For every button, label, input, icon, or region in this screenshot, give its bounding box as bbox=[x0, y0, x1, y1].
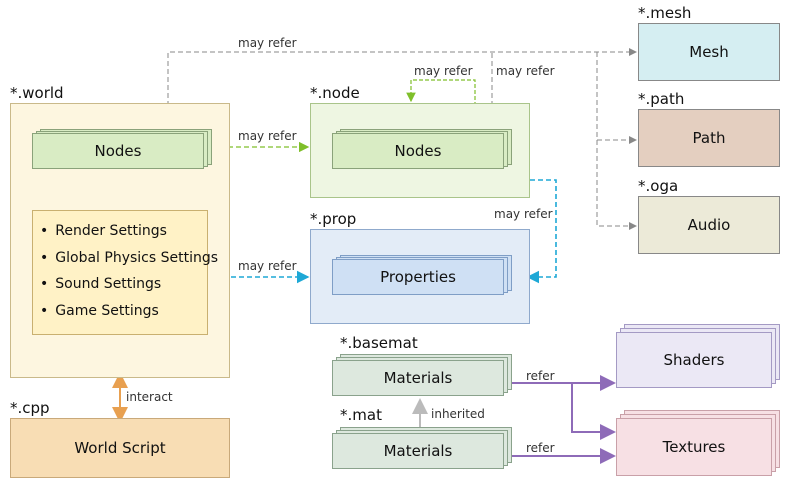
path-box[interactable]: Path bbox=[638, 109, 780, 167]
properties-label: Properties bbox=[380, 268, 456, 286]
mesh-ext-label: *.mesh bbox=[638, 4, 692, 22]
properties-card[interactable]: Properties bbox=[332, 259, 504, 295]
edge-label-basemat-to-shaders: refer bbox=[526, 369, 555, 383]
world-settings-box: Render Settings Global Physics Settings … bbox=[32, 210, 218, 335]
audio-label: Audio bbox=[687, 216, 731, 234]
edge-label-node-to-mesh: may refer bbox=[496, 64, 555, 78]
shaders-card[interactable]: Shaders bbox=[616, 332, 772, 388]
edge-label-node-self: may refer bbox=[414, 64, 473, 78]
path-ext-label: *.path bbox=[638, 90, 685, 108]
setting-sound: Sound Settings bbox=[40, 271, 207, 298]
edge-label-inherited: inherited bbox=[431, 407, 485, 421]
world-script-box[interactable]: World Script bbox=[10, 418, 230, 478]
world-script-label: World Script bbox=[74, 439, 166, 457]
shaders-label: Shaders bbox=[663, 351, 725, 369]
basemat-ext-label: *.basemat bbox=[340, 334, 418, 352]
setting-global-physics: Global Physics Settings bbox=[40, 245, 218, 272]
mesh-label: Mesh bbox=[689, 43, 729, 61]
mat-ext-label: *.mat bbox=[340, 406, 382, 424]
materials-refer-arrows bbox=[512, 375, 616, 464]
setting-render: Render Settings bbox=[40, 218, 207, 245]
path-label: Path bbox=[692, 129, 726, 147]
mat-materials-label: Materials bbox=[383, 442, 453, 460]
node-ext-label: *.node bbox=[310, 84, 360, 102]
cpp-ext-label: *.cpp bbox=[10, 399, 50, 417]
basemat-materials-label: Materials bbox=[383, 369, 453, 387]
settings-list: Render Settings Global Physics Settings … bbox=[40, 218, 218, 325]
world-ext-label: *.world bbox=[10, 84, 64, 102]
oga-ext-label: *.oga bbox=[638, 177, 679, 195]
edge-label-mat-to-textures: refer bbox=[526, 441, 555, 455]
node-nodes-label: Nodes bbox=[394, 142, 442, 160]
textures-card[interactable]: Textures bbox=[616, 418, 772, 476]
world-nodes-label: Nodes bbox=[94, 142, 142, 160]
prop-ext-label: *.prop bbox=[310, 210, 357, 228]
basemat-materials-card[interactable]: Materials bbox=[332, 360, 504, 396]
setting-game: Game Settings bbox=[40, 298, 207, 325]
node-to-prop-arrow bbox=[526, 179, 557, 284]
edge-label-world-cpp: interact bbox=[126, 390, 173, 404]
edge-label-node-to-prop: may refer bbox=[494, 207, 553, 221]
world-nodes-card[interactable]: Nodes bbox=[32, 133, 204, 169]
node-nodes-card[interactable]: Nodes bbox=[332, 133, 504, 169]
mesh-box[interactable]: Mesh bbox=[638, 23, 780, 81]
mat-materials-card[interactable]: Materials bbox=[332, 433, 504, 469]
edge-label-world-nodes-to-node: may refer bbox=[238, 129, 297, 143]
edge-label-world-to-mesh: may refer bbox=[238, 36, 297, 50]
audio-box[interactable]: Audio bbox=[638, 196, 780, 254]
textures-label: Textures bbox=[662, 438, 726, 456]
edge-label-world-to-prop: may refer bbox=[238, 259, 297, 273]
